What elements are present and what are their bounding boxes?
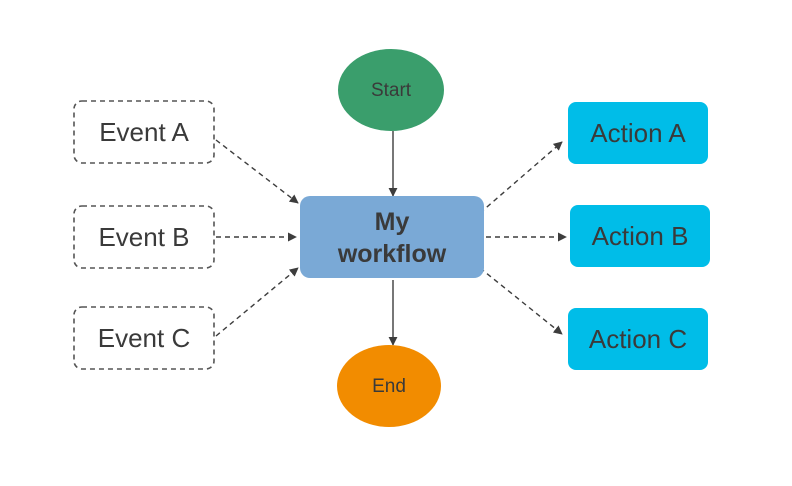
event-node-c: Event C bbox=[73, 306, 215, 370]
action-node-a: Action A bbox=[568, 102, 708, 164]
arrow-workflow-to-action-c bbox=[479, 267, 563, 335]
arrow-event-c-to-workflow bbox=[215, 267, 299, 337]
end-node-shape bbox=[337, 345, 441, 427]
event-node-c-label: Event C bbox=[98, 323, 191, 353]
event-node-a-label: Event A bbox=[99, 117, 189, 147]
arrow-workflow-to-action-a bbox=[479, 141, 563, 214]
event-node-c-shape bbox=[73, 306, 215, 370]
start-node: Start bbox=[338, 49, 444, 131]
event-node-a: Event A bbox=[73, 100, 215, 164]
workflow-node-label-line2: workflow bbox=[337, 240, 447, 268]
action-node-b-label: Action B bbox=[592, 221, 689, 251]
action-node-a-label: Action A bbox=[590, 118, 686, 148]
action-node-c-shape bbox=[568, 308, 708, 370]
arrow-event-a-to-workflow bbox=[215, 139, 299, 204]
workflow-node-shape bbox=[300, 196, 484, 278]
action-node-b-shape bbox=[570, 205, 710, 267]
action-node-c-label: Action C bbox=[589, 324, 687, 354]
end-node-label: End bbox=[372, 376, 406, 397]
event-node-a-shape bbox=[73, 100, 215, 164]
event-node-b: Event B bbox=[73, 205, 215, 269]
workflow-node: My workflow bbox=[300, 196, 484, 278]
start-node-shape bbox=[338, 49, 444, 131]
start-node-label: Start bbox=[371, 80, 412, 101]
end-node: End bbox=[337, 345, 441, 427]
action-node-b: Action B bbox=[570, 205, 710, 267]
action-node-c: Action C bbox=[568, 308, 708, 370]
event-node-b-shape bbox=[73, 205, 215, 269]
workflow-node-label-line1: My bbox=[375, 208, 410, 236]
action-node-a-shape bbox=[568, 102, 708, 164]
connectors bbox=[215, 131, 567, 346]
event-node-b-label: Event B bbox=[98, 222, 189, 252]
